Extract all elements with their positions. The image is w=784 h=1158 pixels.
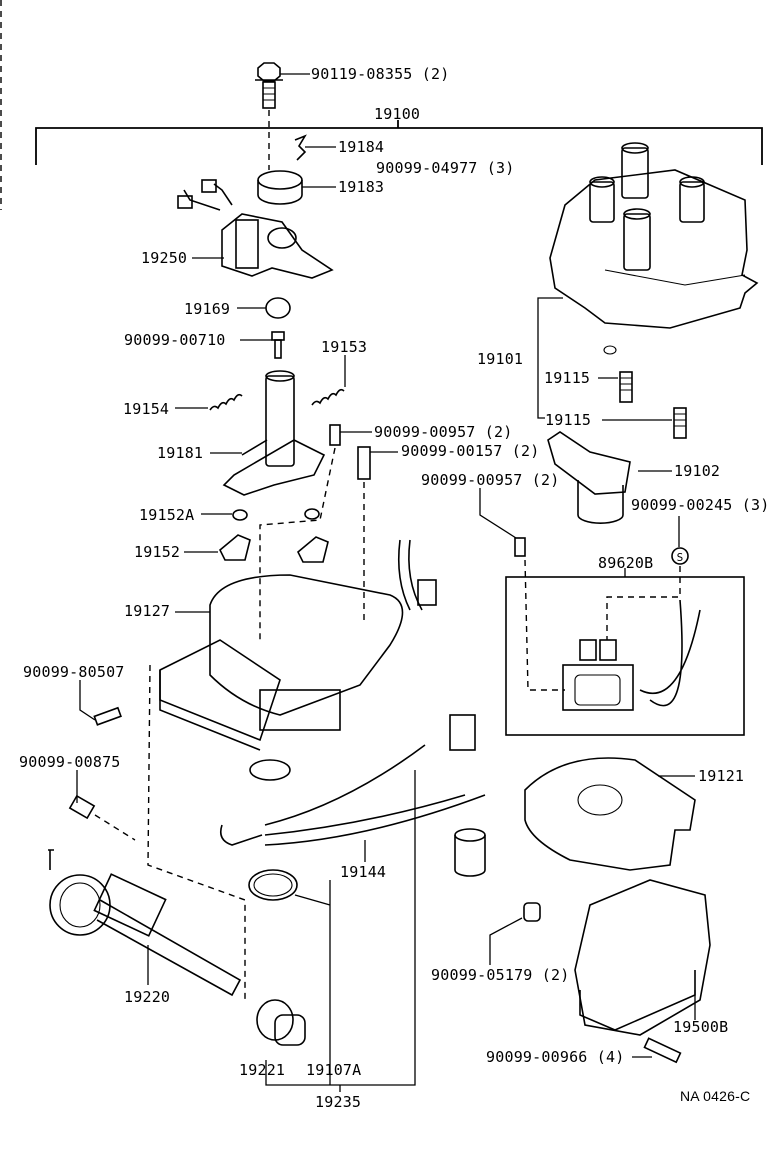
part-19500B-ignition-coil: [574, 879, 711, 1036]
label-screw-90099-04977: 90099-04977 (3): [376, 159, 515, 177]
label-19144: 19144: [340, 863, 387, 881]
label-19127: 19127: [124, 602, 171, 620]
label-89620B: 89620B: [598, 554, 654, 572]
screw-90099-00966: [632, 1037, 682, 1064]
diagram-reference-code: NA 0426-C: [680, 1088, 751, 1104]
label-19102: 19102: [674, 462, 721, 480]
s-marker-symbol: S: [676, 551, 684, 564]
label-screw-90099-80507: 90099-80507: [23, 663, 125, 681]
part-19144-cord: [219, 714, 486, 877]
label-19500B: 19500B: [673, 1018, 729, 1036]
label-screw-90099-00966: 90099-00966 (4): [486, 1048, 625, 1066]
part-19127-housing: [159, 539, 437, 781]
part-19250: [177, 179, 334, 279]
label-19235: 19235: [315, 1093, 362, 1111]
label-19169: 19169: [184, 300, 231, 318]
part-19169: [237, 297, 291, 319]
label-bolt-90119-08355: 90119-08355 (2): [311, 65, 450, 83]
part-19152: [184, 534, 329, 563]
label-19152: 19152: [134, 543, 181, 561]
label-19107A: 19107A: [306, 1061, 362, 1079]
part-19121: [524, 757, 696, 871]
label-assembly-19100: 19100: [374, 105, 421, 123]
label-19152A: 19152A: [139, 506, 195, 524]
lead-19221: [265, 1060, 334, 1086]
screw-90099-00157: [357, 446, 398, 620]
label-screw-90099-05179: 90099-05179 (2): [431, 966, 570, 984]
label-19115-b: 19115: [545, 411, 592, 429]
screw-90099-00245: [606, 516, 689, 640]
label-19181: 19181: [157, 444, 204, 462]
label-screw-90099-00245: 90099-00245 (3): [631, 496, 770, 514]
lead-19235-right: [334, 770, 416, 1086]
label-19250: 19250: [141, 249, 188, 267]
screw-90099-80507: [79, 680, 122, 726]
screw-90099-00957-a: [259, 424, 372, 640]
label-19221: 19221: [239, 1061, 286, 1079]
part-19220-vacuum-advance: [48, 849, 242, 997]
label-screw-90099-00157: 90099-00157 (2): [401, 442, 540, 460]
label-screw-90099-00957-a: 90099-00957 (2): [374, 423, 513, 441]
part-19152A: [201, 508, 320, 521]
label-19101: 19101: [477, 350, 524, 368]
label-19183: 19183: [338, 178, 385, 196]
label-19115-a: 19115: [544, 369, 591, 387]
part-19154-spring: [175, 393, 243, 411]
label-19153: 19153: [321, 338, 368, 356]
part-19102-rotor: [547, 431, 672, 524]
assembly-bracket-19100: [35, 120, 763, 165]
screw-90099-00957-b: [479, 488, 565, 691]
label-19220: 19220: [124, 988, 171, 1006]
part-19107A-o-ring: [248, 869, 331, 906]
label-19121: 19121: [698, 767, 745, 785]
label-screw-90099-00710: 90099-00710: [124, 331, 226, 349]
screw-90099-00710: [240, 331, 285, 359]
part-19115-brush-b: [602, 407, 687, 439]
screw-90099-00875: [68, 770, 136, 841]
part-19153-spring: [311, 355, 346, 406]
part-19221: [256, 999, 306, 1046]
label-19154: 19154: [123, 400, 170, 418]
label-19184: 19184: [338, 138, 385, 156]
part-89620B-igniter-box: [505, 568, 745, 736]
part-19183: [257, 170, 336, 205]
part-19115-brush-a: [598, 371, 633, 403]
screw-90099-05179: [489, 902, 541, 965]
label-screw-90099-00875: 90099-00875: [19, 753, 121, 771]
guide-dashes-left: [147, 664, 246, 1000]
part-19181-shaft: [210, 370, 326, 496]
part-19101-distributor-cap: [537, 142, 759, 419]
part-19184: [294, 134, 336, 161]
label-screw-90099-00957-b: 90099-00957 (2): [421, 471, 560, 489]
bolt-90119-08355: [255, 62, 310, 170]
